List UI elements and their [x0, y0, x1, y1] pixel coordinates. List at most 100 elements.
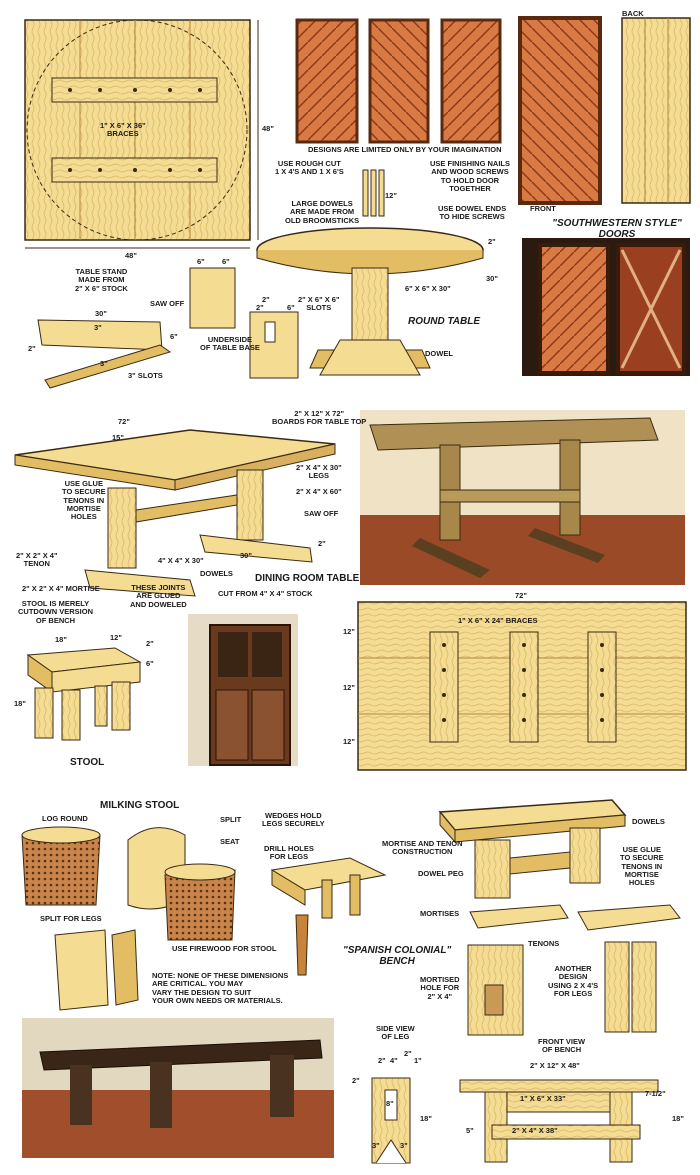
- cut-from-label: CUT FROM 4" X 4" STOCK: [218, 589, 313, 598]
- dowel-length-label: 12": [385, 191, 397, 200]
- sv-8-label: 8": [386, 1099, 394, 1108]
- southwestern-doors-title: "SOUTHWESTERN STYLE" DOORS: [552, 218, 682, 240]
- post-4x4-label: 4" X 4" X 30": [158, 556, 204, 565]
- underside-12a-label: 12": [343, 627, 355, 636]
- fv-18-label: 18": [672, 1114, 684, 1123]
- dimensions-note: NOTE: NONE OF THESE DIMENSIONS ARE CRITI…: [152, 971, 289, 1005]
- braces-label: 1" X 6" X 36" BRACES: [100, 121, 146, 139]
- tenon-label: 2" X 2" X 4" TENON: [16, 551, 58, 569]
- fv-712-label: 7-1/2": [645, 1089, 666, 1098]
- small-2b-label: 2": [256, 303, 264, 312]
- round-table-illustration: [256, 227, 484, 376]
- mortise-label: 2" X 2" X 4" MORTISE: [22, 584, 100, 593]
- another-design-label: ANOTHER DESIGN USING 2 X 4'S FOR LEGS: [548, 964, 599, 998]
- mortised-hole-label: MORTISED HOLE FOR 2" X 4": [420, 975, 460, 1001]
- dining-table-photo: [360, 410, 685, 585]
- block-6a-label: 6": [197, 257, 205, 266]
- wedges-label: WEDGES HOLD LEGS SECURELY: [262, 811, 325, 829]
- stool-illustration: [26, 647, 142, 741]
- milking-stool-illustrations: [21, 826, 387, 1011]
- front-view-label: FRONT VIEW OF BENCH: [538, 1037, 586, 1055]
- fv-stretch-label: 2" X 4" X 38": [512, 1126, 558, 1135]
- boards-label: 2" X 12" X 72" BOARDS FOR TABLE TOP: [272, 409, 367, 427]
- stool-height-label: 18": [14, 699, 26, 708]
- dowel-peg-label: DOWEL PEG: [418, 869, 464, 878]
- sv-2c-label: 2": [352, 1076, 360, 1085]
- bench-photo: [22, 1018, 334, 1158]
- sv-4-label: 4": [390, 1056, 398, 1065]
- fv-brace-label: 1" X 6" X 33": [520, 1094, 566, 1103]
- underside-length-label: 72": [515, 591, 527, 600]
- stand-6-label: 6": [170, 332, 178, 341]
- log-round-label: LOG ROUND: [42, 814, 88, 823]
- bench-glue-label: USE GLUE TO SECURE TENONS IN MORTISE HOL…: [620, 845, 664, 887]
- slots-2x6x6-label: 2" X 6" X 6" SLOTS: [298, 295, 340, 313]
- large-dowels-label: LARGE DOWELS ARE MADE FROM OLD BROOMSTIC…: [285, 199, 360, 225]
- dim-48-height: 48": [262, 124, 274, 133]
- sv-18-label: 18": [420, 1114, 432, 1123]
- door-photos: [522, 238, 690, 376]
- saw-off-label: SAW OFF: [150, 299, 185, 308]
- table-underside-diagram: [357, 601, 687, 771]
- door-front-label: FRONT: [530, 204, 556, 213]
- stool-note-label: STOOL IS MERELY CUTDOWN VERSION OF BENCH: [18, 599, 93, 625]
- block-6b-label: 6": [222, 257, 230, 266]
- legs-label: 2" X 4" X 30" LEGS: [296, 463, 342, 481]
- underside-braces-label: 1" X 6" X 24" BRACES: [458, 616, 538, 625]
- sv-2a-label: 2": [378, 1056, 386, 1065]
- small-2a-label: 2": [262, 295, 270, 304]
- height-30-label: 30": [486, 274, 498, 283]
- table-stand-label: TABLE STAND MADE FROM 2" X 6" STOCK: [75, 267, 128, 293]
- stool-18-label: 18": [55, 635, 67, 644]
- saw-off-dining-label: SAW OFF: [304, 509, 339, 518]
- tenons-label: TENONS: [528, 939, 560, 948]
- firewood-label: USE FIREWOOD FOR STOOL: [172, 944, 277, 953]
- dowel-label: DOWEL: [425, 349, 453, 358]
- fv-top-label: 2" X 12" X 48": [530, 1061, 580, 1070]
- stand-2-label: 2": [28, 344, 36, 353]
- side-view-label: SIDE VIEW OF LEG: [376, 1024, 415, 1042]
- door-back-label: BACK: [622, 9, 644, 18]
- split-label: SPLIT: [220, 815, 242, 824]
- drill-holes-label: DRILL HOLES FOR LEGS: [264, 844, 314, 862]
- designs-note: DESIGNS ARE LIMITED ONLY BY YOUR IMAGINA…: [308, 145, 502, 154]
- sv-3b-label: 3": [400, 1141, 408, 1150]
- door-panels: [295, 16, 691, 205]
- mortise-tenon-label: MORTISE AND TENON CONSTRUCTION: [382, 839, 463, 857]
- foot-2-label: 2": [318, 539, 326, 548]
- stool-12-label: 12": [110, 633, 122, 642]
- bench-dowels-label: DOWELS: [632, 817, 665, 826]
- bench-illustrations: [438, 799, 681, 1036]
- sv-2b-label: 2": [404, 1049, 412, 1058]
- bench-views-diagrams: [371, 1077, 659, 1164]
- dining-table-illustration: [14, 429, 336, 597]
- stretcher-label: 2" X 4" X 60": [296, 487, 342, 496]
- fv-5-label: 5": [466, 1126, 474, 1135]
- sv-3a-label: 3": [372, 1141, 380, 1150]
- glue-label: USE GLUE TO SECURE TENONS IN MORTISE HOL…: [62, 479, 106, 521]
- underside-12b-label: 12": [343, 683, 355, 692]
- split-legs-label: SPLIT FOR LEGS: [40, 914, 102, 923]
- joints-label: THESE JOINTS ARE GLUED AND DOWELED: [130, 583, 187, 609]
- table-stand-illustration: [37, 267, 299, 389]
- dining-width-label: 15": [112, 433, 124, 442]
- spanish-bench-title: "SPANISH COLONIAL" BENCH: [343, 945, 452, 967]
- dowel-illustration: [362, 169, 385, 217]
- dining-table-title: DINING ROOM TABLE: [255, 573, 360, 584]
- small-6-label: 6": [287, 303, 295, 312]
- round-table-top-diagram: [24, 19, 259, 249]
- rough-cut-label: USE ROUGH CUT 1 X 4'S AND 1 X 6'S: [275, 159, 344, 177]
- underside-label: UNDERSIDE OF TABLE BASE: [200, 335, 260, 353]
- milking-stool-title: MILKING STOOL: [100, 800, 180, 811]
- slots-label: 3" SLOTS: [128, 371, 163, 380]
- stand-3a-label: 3": [94, 323, 102, 332]
- dowel-ends-label: USE DOWEL ENDS TO HIDE SCREWS: [438, 204, 507, 222]
- dowels-label: DOWELS: [200, 569, 233, 578]
- dining-length-label: 72": [118, 417, 130, 426]
- seat-label: SEAT: [220, 837, 240, 846]
- post-dimension-label: 6" X 6" X 30": [405, 284, 451, 293]
- dim-48-width: 48": [125, 251, 137, 260]
- stool-title: STOOL: [70, 757, 105, 768]
- top-thickness-label: 2": [488, 237, 496, 246]
